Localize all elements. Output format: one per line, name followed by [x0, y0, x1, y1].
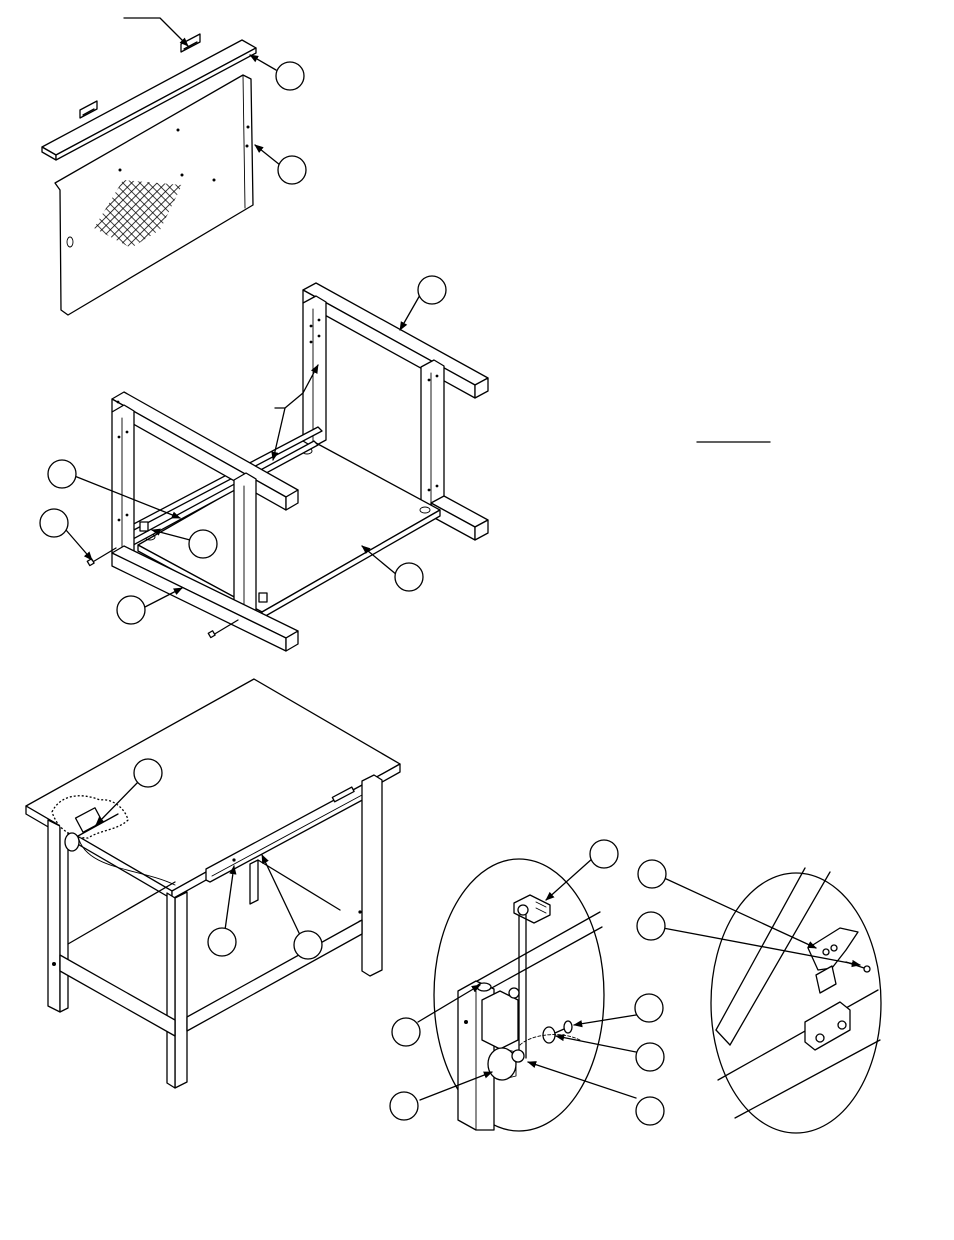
callout-balloon: [390, 1092, 418, 1120]
callout-balloon: [208, 928, 236, 956]
bench-view: [26, 679, 400, 1088]
detail-bracket: [662, 868, 881, 1133]
stringer-icon: [303, 283, 488, 398]
callout-balloon: [418, 276, 446, 304]
washer-icon: [543, 1021, 572, 1043]
callout-balloon: [636, 1097, 664, 1125]
detail-leveler: [418, 858, 636, 1131]
callout-balloon: [278, 156, 306, 184]
callout-balloon: [294, 931, 322, 959]
callout-balloon: [48, 460, 76, 488]
callout-balloon: [637, 912, 665, 940]
callout-balloon: [395, 563, 423, 591]
leg-frame-icon: [112, 405, 134, 559]
callout-balloon: [40, 509, 68, 537]
callout-balloon: [638, 860, 666, 888]
knob-icon: [488, 1048, 524, 1080]
backboard-view: [42, 18, 280, 315]
callout-balloon: [392, 1018, 420, 1046]
callout-balloon: [636, 1043, 664, 1071]
callout-balloon: [189, 530, 217, 558]
callout-balloon: [276, 62, 304, 90]
callout-balloon: [635, 994, 663, 1022]
callout-balloon: [590, 840, 618, 868]
callout-balloon: [117, 596, 145, 624]
callout-balloon: [134, 759, 162, 787]
